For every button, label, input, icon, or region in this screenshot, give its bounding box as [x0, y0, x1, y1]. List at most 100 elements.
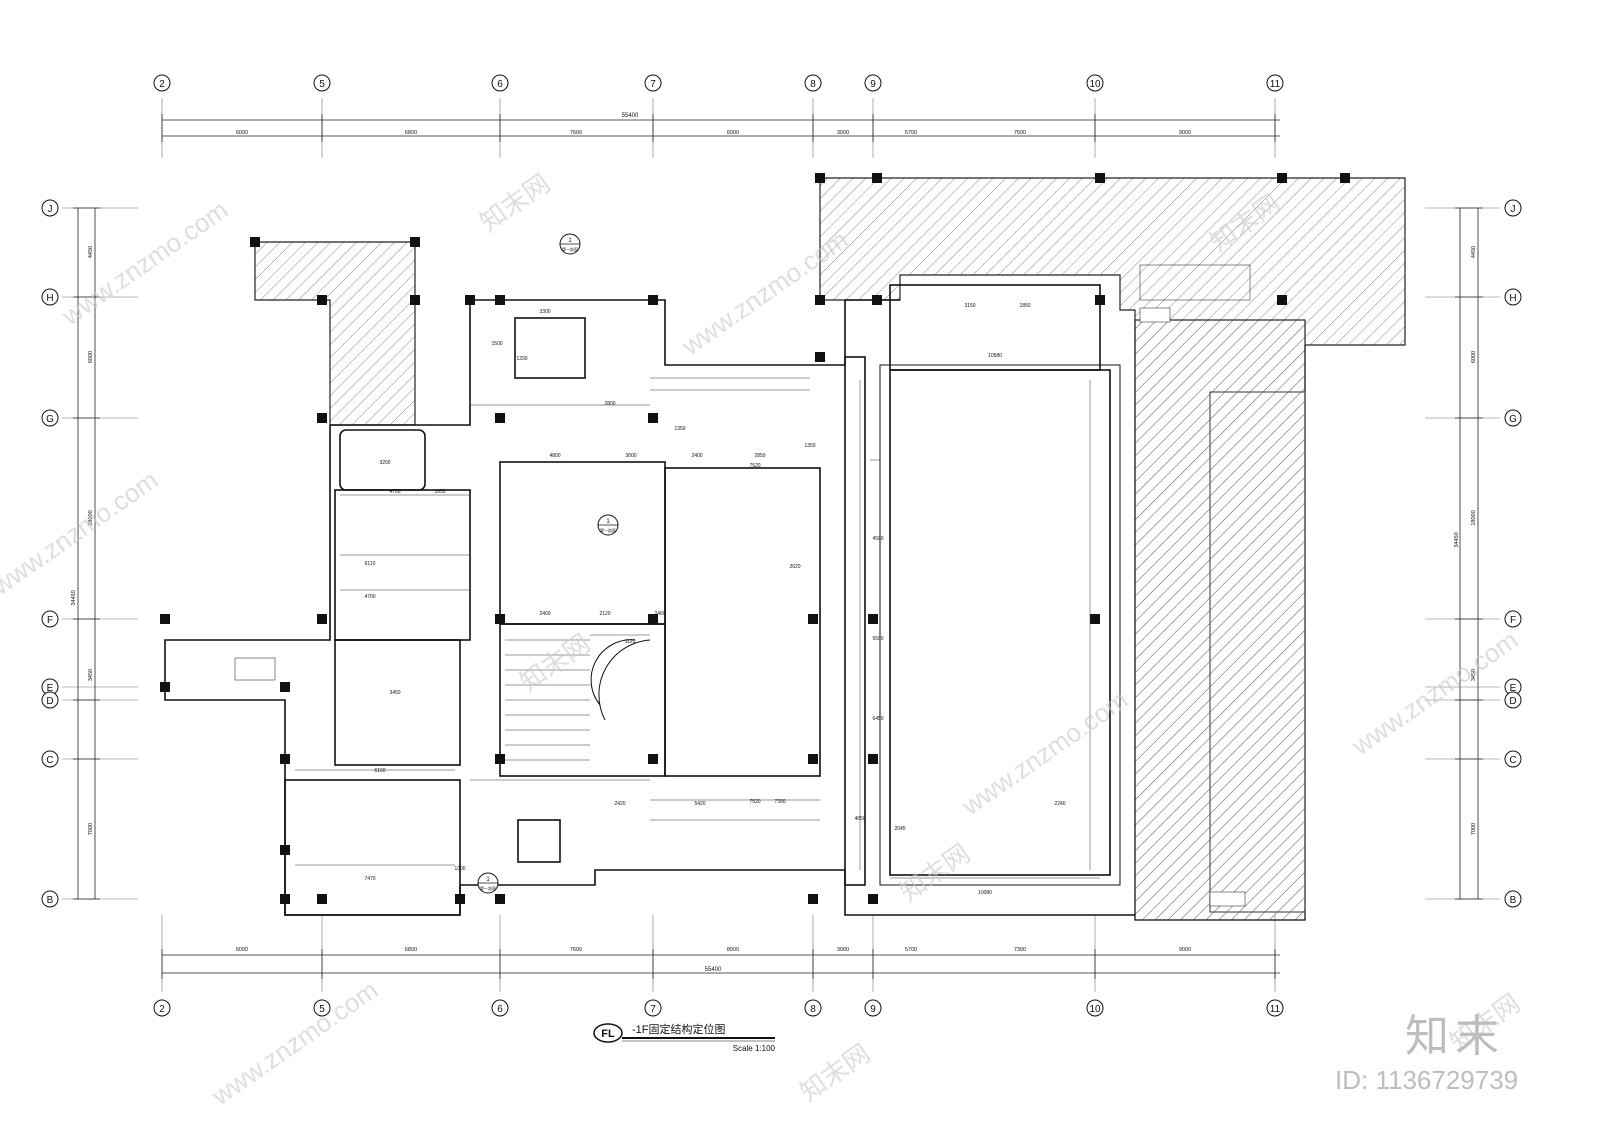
interior-dim: 6450	[872, 716, 883, 722]
structural-column	[495, 295, 505, 305]
top-span-dim: 7500	[1014, 130, 1026, 136]
grid-col-label: 8	[810, 1004, 816, 1015]
left-span-dim: 6000	[88, 351, 94, 363]
grid-bubble-col-9	[864, 999, 882, 1017]
top-span-dim: 7600	[570, 130, 582, 136]
right-span-dim: 4450	[1471, 246, 1477, 258]
drawing-title-block: FL -1F固定结构定位图 Scale 1:100	[593, 1022, 776, 1053]
grid-row-label: D	[46, 696, 53, 707]
interior-dim: 2240	[1054, 801, 1065, 807]
structural-column	[1340, 173, 1350, 183]
grid-row-label: E	[1510, 683, 1517, 694]
grid-bubble-col-10	[1086, 74, 1104, 92]
structural-column	[495, 413, 505, 423]
grid-row-label: F	[47, 615, 53, 626]
grid-bubble-row-H	[41, 288, 59, 306]
structural-column	[868, 614, 878, 624]
structural-column	[808, 894, 818, 904]
grid-row-label: G	[46, 414, 54, 425]
left-total-dim: 34450	[71, 590, 77, 605]
grid-col-label: 6	[497, 79, 503, 90]
interior-dim: 3200	[379, 460, 390, 466]
structural-column	[410, 237, 420, 247]
section-marker-number: 1	[606, 519, 610, 525]
structural-column	[868, 754, 878, 764]
grid-bubble-row-F	[41, 610, 59, 628]
watermark-text: www.znzmo.com	[0, 464, 163, 601]
grid-bubble-col-7	[644, 74, 662, 92]
grid-row-label: B	[47, 895, 54, 906]
interior-dim: 7520	[749, 799, 760, 805]
top-span-dim: 3000	[837, 130, 849, 136]
grid-bubble-col-5	[313, 999, 331, 1017]
grid-bubble-row-G	[41, 409, 59, 427]
drawing-title: -1F固定结构定位图	[632, 1022, 726, 1036]
watermark-text: www.znzmo.com	[56, 194, 234, 331]
structural-column	[648, 754, 658, 764]
grid-row-label: J	[1511, 204, 1516, 215]
interior-dim: 10580	[988, 353, 1002, 359]
interior-dim: 1200	[516, 356, 527, 362]
structural-column	[648, 614, 658, 624]
structural-column	[648, 413, 658, 423]
interior-dim: 2120	[599, 611, 610, 617]
interior-dim: 2420	[614, 801, 625, 807]
hatch-zone-northwest	[254, 241, 416, 426]
interior-dim: 3300	[539, 309, 550, 315]
top-span-dim: 6000	[727, 130, 739, 136]
grid-col-label: 2	[159, 79, 165, 90]
bottom-span-dim: 9000	[1179, 947, 1191, 953]
structural-columns	[160, 173, 1350, 904]
section-marker-sub: 第一剖面	[562, 246, 578, 252]
grid-bubble-row-J	[41, 199, 59, 217]
interior-dim: 7390	[774, 799, 785, 805]
grid-row-label: H	[1509, 293, 1516, 304]
grid-row-label: C	[46, 755, 53, 766]
grid-row-label: F	[1510, 615, 1516, 626]
structural-column	[868, 894, 878, 904]
grid-col-label: 7	[650, 1004, 656, 1015]
structural-column	[317, 413, 327, 423]
top-total-dim: 55400	[622, 113, 639, 119]
structural-column	[280, 754, 290, 764]
grid-col-label: 8	[810, 79, 816, 90]
interior-dim: 1120	[625, 639, 636, 645]
structural-column	[317, 894, 327, 904]
structural-column	[1277, 173, 1287, 183]
interior-dim: 10080	[978, 890, 992, 896]
structural-column	[280, 845, 290, 855]
interior-dim: 6160	[374, 768, 385, 774]
structural-column	[455, 894, 465, 904]
right-span-dim: 3450	[1471, 669, 1477, 681]
grid-bubble-row-H	[1504, 288, 1522, 306]
interior-dim: 6110	[365, 561, 376, 567]
structural-column	[495, 894, 505, 904]
bottom-total-dim: 55400	[705, 967, 722, 973]
top-span-dim: 5700	[905, 130, 917, 136]
grid-bubble-col-5	[313, 74, 331, 92]
grid-col-label: 9	[870, 1004, 876, 1015]
structural-column	[280, 894, 290, 904]
dimension-chains	[73, 114, 1483, 979]
grid-bubble-row-D	[41, 691, 59, 709]
right-span-dim: 6000	[1471, 351, 1477, 363]
grid-bubble-row-B	[1504, 890, 1522, 908]
interior-dim: 2400	[539, 611, 550, 617]
interior-dim: 2620	[789, 564, 800, 570]
watermark-text: www.znzmo.com	[1346, 624, 1524, 761]
top-span-dim: 9000	[1179, 130, 1191, 136]
bottom-span-dim: 6800	[405, 947, 417, 953]
structural-column	[808, 614, 818, 624]
interior-dim: 4700	[364, 594, 375, 600]
grid-col-label: 5	[319, 1004, 325, 1015]
grid-bubble-col-8	[804, 74, 822, 92]
interior-dim: 3000	[625, 453, 636, 459]
grid-row-label: C	[1509, 755, 1516, 766]
top-span-dim: 6000	[236, 130, 248, 136]
interior-dim: 7520	[749, 463, 760, 469]
interior-dim: 1350	[804, 443, 815, 449]
structural-column	[872, 295, 882, 305]
grid-col-label: 11	[1270, 1004, 1281, 1015]
